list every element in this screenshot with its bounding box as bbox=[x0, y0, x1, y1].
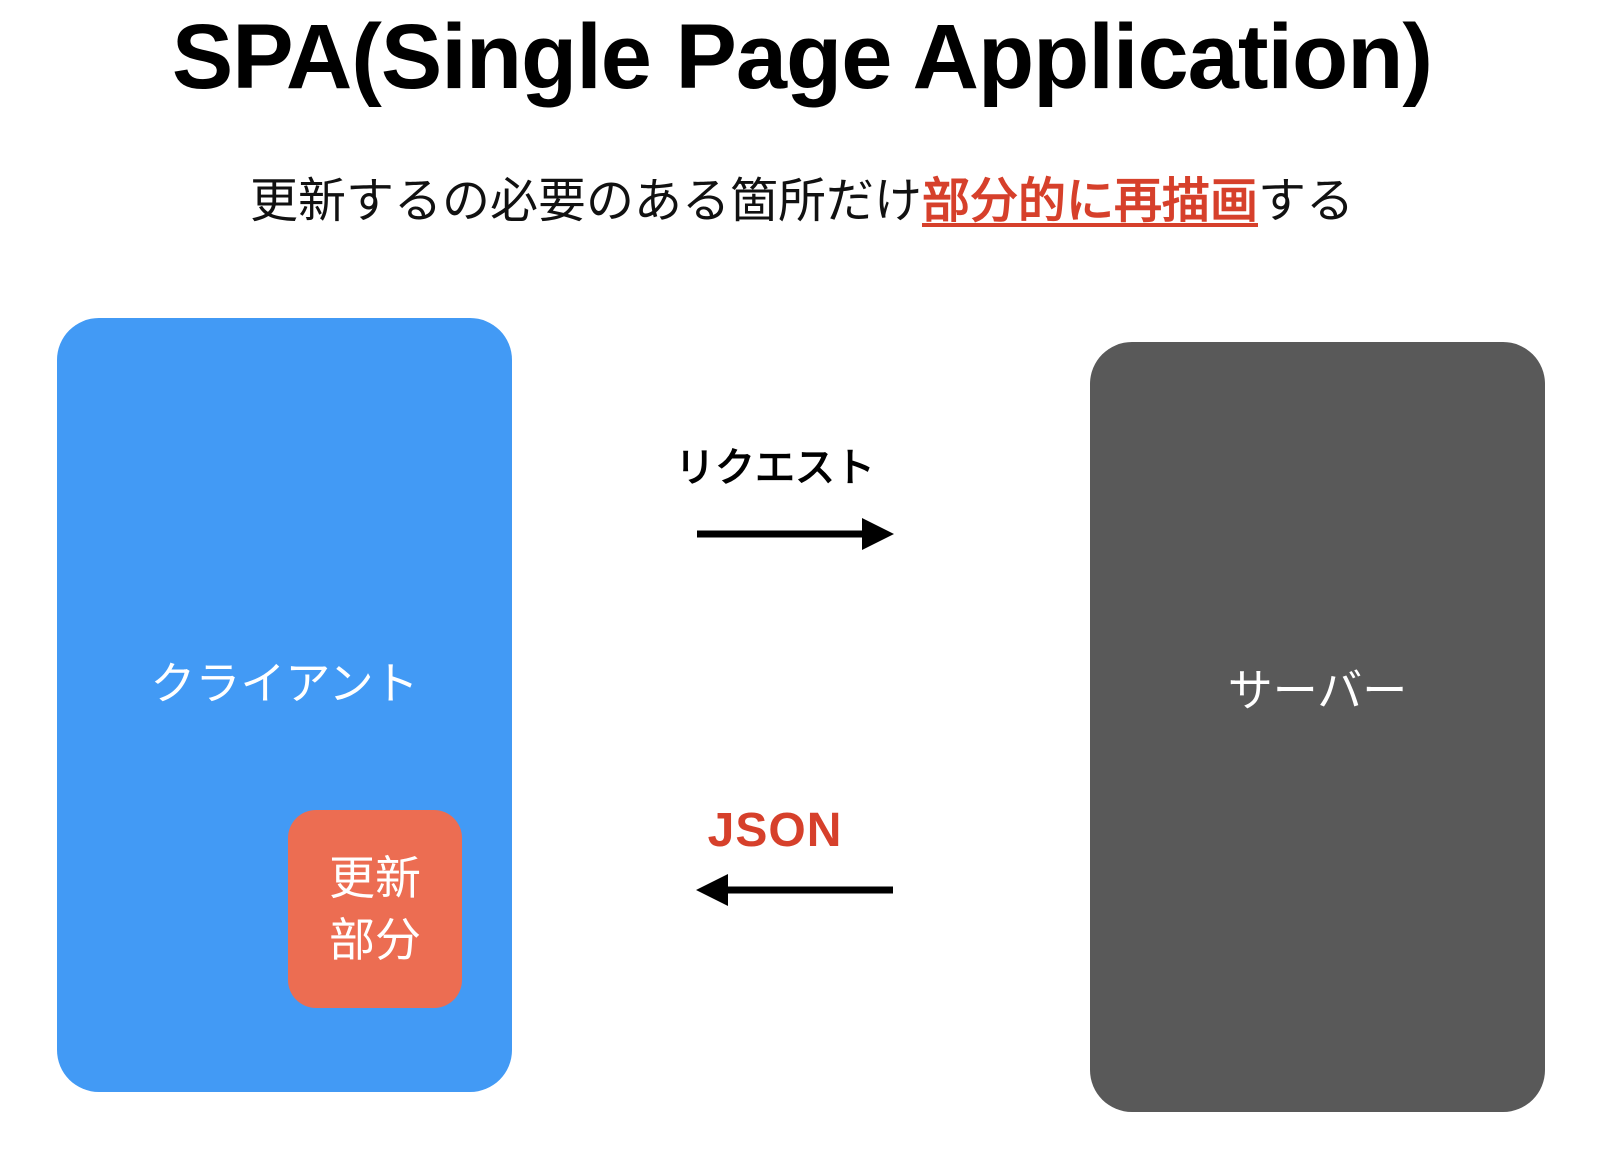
subtitle-highlight: 部分的に再描画 bbox=[921, 173, 1258, 229]
update-region-box: 更新 部分 bbox=[288, 810, 462, 1008]
subtitle: 更新するの必要のある箇所だけ部分的に再描画する bbox=[0, 166, 1604, 236]
request-arrow-right-icon bbox=[697, 518, 894, 550]
page-title: SPA(Single Page Application) bbox=[171, 6, 1433, 108]
update-region-label-line2: 部分 bbox=[329, 913, 421, 967]
client-label: クライアント bbox=[150, 657, 419, 710]
json-arrow-left-icon bbox=[696, 874, 893, 906]
subtitle-text-after: する bbox=[1258, 173, 1355, 229]
update-region-label-line1: 更新 bbox=[329, 851, 421, 905]
server-label: サーバー bbox=[1227, 664, 1408, 717]
subtitle-text-before: 更新するの必要のある箇所だけ bbox=[249, 173, 922, 229]
server-box: サーバー bbox=[1090, 342, 1545, 1112]
client-box: クライアント 更新 部分 bbox=[57, 318, 512, 1092]
request-flow-label: リクエスト bbox=[675, 445, 875, 491]
json-flow-label: JSON bbox=[707, 804, 843, 857]
